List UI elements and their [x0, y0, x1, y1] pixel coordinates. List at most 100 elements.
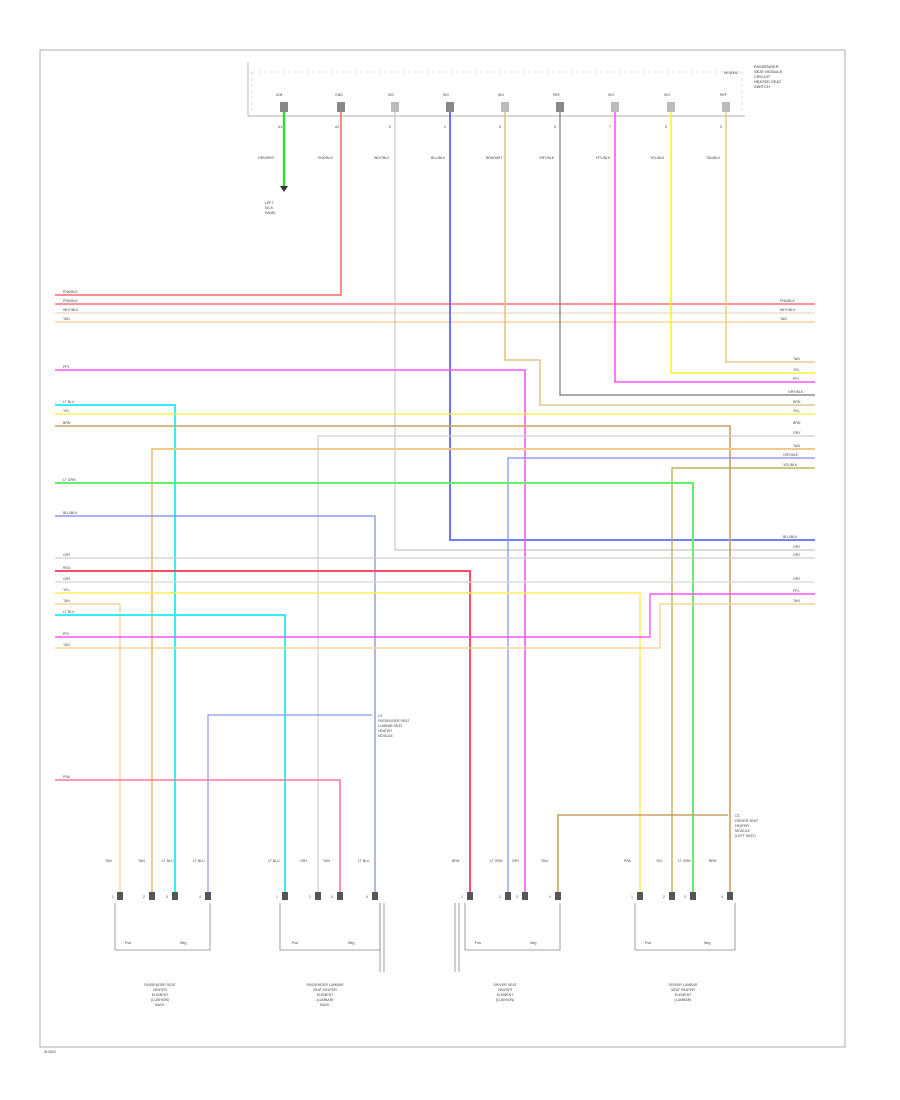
top-wire-label-5: BRN/WHT: [486, 156, 503, 160]
element-4-pos: Pos: [645, 941, 651, 945]
connector-pin-number-9: 1: [461, 895, 463, 899]
note-mid-line-5: MODULE: [378, 734, 394, 738]
wire-pnk-bottom: [55, 779, 341, 892]
wire-yel-blk: [671, 467, 815, 892]
right-bus-labels: PNK/BLK WHT/BLK TAN TAN YEL PPL GRY/BLK …: [780, 299, 804, 603]
wire-pnk-blk-a: [55, 112, 342, 296]
top-wire-label-6: GRY/BLK: [539, 156, 555, 160]
component-3-line-4: (CUSHION): [496, 998, 514, 1002]
terminal-label-8: SIG: [664, 93, 670, 97]
connector-pin-number-14: 2: [663, 895, 665, 899]
note-right-line-3: HEATER: [735, 824, 749, 828]
connector-pin-number-15: 3: [684, 895, 686, 899]
component-4-line-2: SEAT HEATER: [671, 988, 695, 992]
left-bus-label-12: RED: [63, 566, 71, 570]
connector-pin-label-2: TAN: [138, 859, 145, 863]
module-label-line-4: HEATED SEAT: [754, 79, 782, 84]
component-2-line-1: PASSENGER LUMBAR: [306, 983, 344, 987]
terminal-label-1: IGN: [276, 93, 283, 97]
right-bus-label-7: GRY/BLK: [788, 390, 804, 394]
element-1-outline: [114, 903, 211, 951]
connector-pin-number-16: 4: [721, 895, 723, 899]
right-bus-label-17: GRY: [793, 553, 801, 557]
connector-pin-number-7: 3: [331, 895, 333, 899]
component-4-line-3: ELEMENT: [675, 993, 692, 997]
connector-pin-number-4: 4: [199, 895, 201, 899]
wire-ltblu-b: [55, 614, 286, 892]
connector-pin-label-12: TAN: [541, 859, 548, 863]
wire-ltblu-a: [55, 404, 176, 892]
connector-pin-label-10: LT GRN: [490, 859, 503, 863]
connector-pin-label-8: LT BLU: [358, 859, 370, 863]
right-bus-label-14: YEL/BLK: [783, 463, 798, 467]
right-bus-label-3: TAN: [780, 317, 787, 321]
left-bus-label-13: GRY: [63, 577, 71, 581]
note-mid-line-1: C2: [378, 714, 383, 718]
pin-number-4: 4: [444, 125, 446, 129]
right-bus-label-15: BLU/BLK: [783, 535, 798, 539]
connector-pin-number-5: 1: [276, 895, 278, 899]
module-terminals: IGN GND SIG SIG SIG REF SIG SIG REF A1 A…: [276, 93, 730, 129]
note-right-line-1: C3: [735, 814, 740, 818]
module-label: PASSENGER SEAT MODULE CIRCUIT HEATED SEA…: [754, 64, 783, 89]
left-bus-label-6: LT BLU: [63, 400, 75, 404]
wire-tan-c: [55, 603, 121, 892]
wire-pin3-gray: [394, 112, 815, 551]
component-label-3: DRIVER SEAT HEATER ELEMENT (CUSHION): [493, 983, 517, 1002]
component-1-line-5: BACK: [155, 1003, 165, 1007]
connector-pin-label-16: BRN: [709, 859, 717, 863]
wire-pin8-yel: [670, 112, 815, 374]
terminal-label-2: GND: [335, 93, 343, 97]
left-bus-label-7: YEL: [63, 409, 70, 413]
left-bus-label-17: PPL: [63, 632, 70, 636]
top-wire-label-4: BLU/BLK: [431, 156, 446, 160]
footer-code: W-0001: [44, 1050, 56, 1054]
connector-pin-label-4: LT BLU: [193, 859, 205, 863]
connector-pin-label-5: LT BLU: [268, 859, 280, 863]
connector-pin-number-12: 4: [549, 895, 551, 899]
component-3-line-3: ELEMENT: [497, 993, 514, 997]
right-bus-label-10: BRN: [793, 421, 801, 425]
connector-pin-label-14: YEL: [656, 859, 663, 863]
ground-label-2: KICK: [265, 206, 274, 210]
note-right: C3 DRIVER SEAT HEATER MODULE (LEFT SEAT): [735, 814, 759, 838]
connector-pin-number-10: 2: [499, 895, 501, 899]
right-bus-label-13: GRY/BLK: [783, 453, 799, 457]
element-3b-outline: [464, 903, 561, 951]
left-bus-labels: PNK/BLK PNK/BLK WHT/BLK TAN PPL LT BLU Y…: [63, 290, 79, 779]
ground-label-3: PANEL: [265, 211, 276, 215]
element-3-pos: Pos: [475, 941, 481, 945]
element-2-pos: Pos: [292, 941, 298, 945]
note-right-line-2: DRIVER SEAT: [735, 819, 759, 823]
component-3-line-1: DRIVER SEAT: [493, 983, 517, 987]
module-label-line-3: CIRCUIT: [754, 74, 771, 79]
pin-number-7: 7: [609, 125, 611, 129]
right-bus-label-8: BRN: [793, 400, 801, 404]
wire-ppl-left: [55, 369, 526, 892]
wire-red: [55, 570, 471, 892]
connector-pin-label-15: LT GRN: [678, 859, 691, 863]
pin-number-1: A1: [278, 125, 282, 129]
connector-pin-number-8: 4: [366, 895, 368, 899]
wire-tan-b: [151, 448, 815, 892]
pin-number-2: A2: [335, 125, 339, 129]
left-bus-label-10: BLU/BLK: [63, 511, 78, 515]
component-3-line-2: HEATER: [498, 988, 512, 992]
left-bus-label-14: YEL: [63, 588, 70, 592]
connector-pin-label-1: TAN: [105, 859, 112, 863]
top-wire-label-3: WHT/BLK: [374, 156, 390, 160]
connector-pin-label-6: GRY: [300, 859, 308, 863]
component-2-line-4: (LUMBAR): [317, 998, 334, 1002]
component-1-line-1: PASSENGER SEAT: [144, 983, 176, 987]
terminal-label-7: SIG: [608, 93, 614, 97]
component-1-line-3: ELEMENT: [152, 993, 169, 997]
element-1-pos: Pos: [125, 941, 131, 945]
pin-number-9: 9: [720, 125, 722, 129]
right-bus-label-12: TAN: [793, 444, 800, 448]
element-3-neg: Neg: [530, 941, 536, 945]
right-bus-label-19: PPL: [793, 589, 800, 593]
wire-pin9-tan: [725, 112, 815, 363]
note-right-line-5: (LEFT SEAT): [735, 834, 756, 838]
top-wire-labels: GRN/WHT PNK/BLK WHT/BLK BLU/BLK BRN/WHT …: [258, 156, 721, 160]
